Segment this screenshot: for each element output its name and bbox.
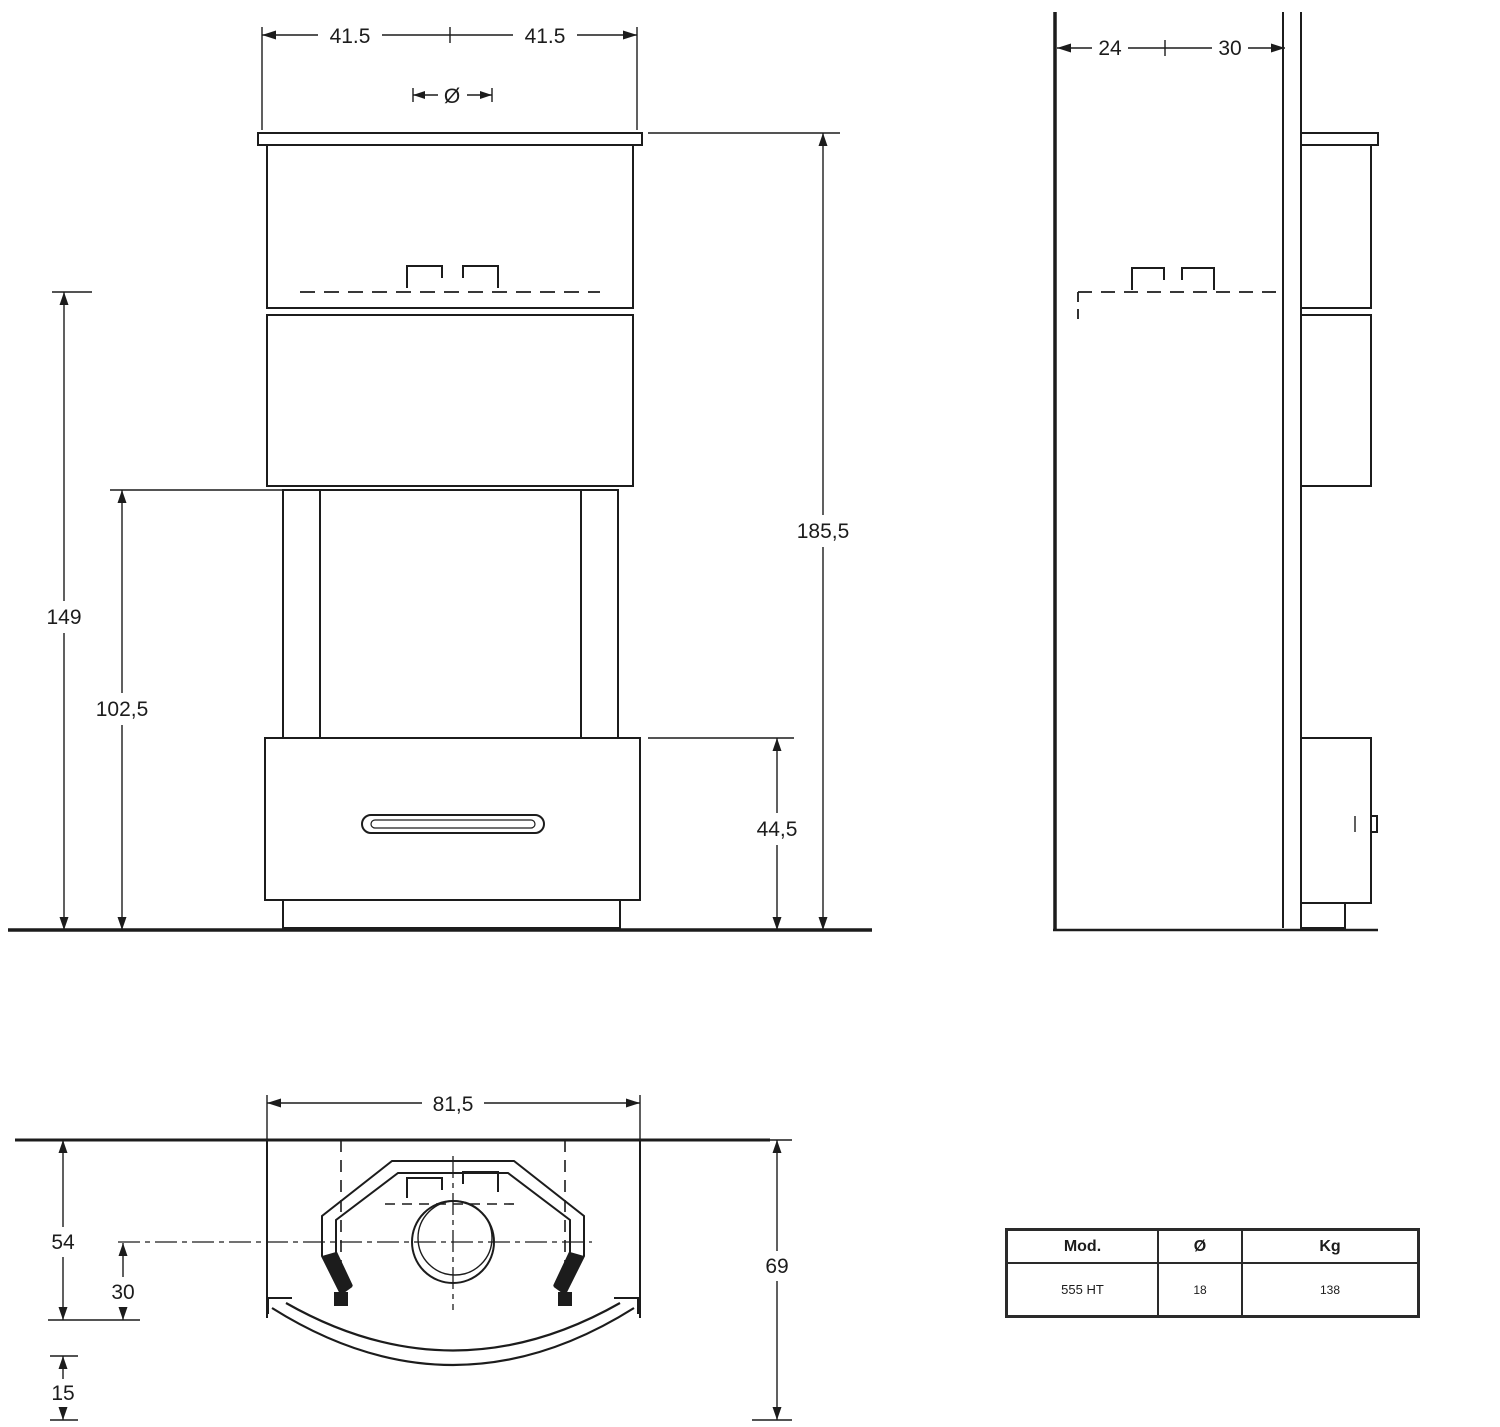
spec-table-header-diameter: Ø bbox=[1158, 1230, 1242, 1263]
front-flue-bracket-right bbox=[462, 265, 499, 288]
plan-door-arc-inner bbox=[285, 1302, 621, 1352]
side-middle-panel bbox=[1300, 314, 1372, 487]
dim-total-depth: 69 bbox=[765, 1255, 788, 1278]
spec-table-value-diameter: 18 bbox=[1158, 1263, 1242, 1316]
front-upper-compartment bbox=[266, 144, 634, 309]
side-flue-bracket-left bbox=[1131, 267, 1165, 290]
side-upper-panel bbox=[1300, 144, 1372, 309]
dim-wall-offset: 24 bbox=[1098, 37, 1122, 60]
side-view bbox=[1053, 12, 1379, 932]
plan-flue-circle-inner bbox=[417, 1200, 493, 1276]
dim-total-height: 185,5 bbox=[797, 520, 850, 543]
plan-hinge-left bbox=[334, 1292, 348, 1306]
side-drawer-handle-profile bbox=[1370, 815, 1378, 833]
side-dimensions bbox=[1057, 40, 1285, 56]
plan-door-end-left bbox=[267, 1297, 292, 1314]
dim-depth-center: 30 bbox=[111, 1281, 134, 1304]
plan-dimension-labels: 81,5 54 30 15 69 bbox=[38, 1090, 803, 1407]
plan-hinge-right bbox=[558, 1292, 572, 1306]
spec-table-value-weight: 138 bbox=[1242, 1263, 1418, 1316]
plan-view bbox=[15, 1138, 770, 1366]
front-base-plinth bbox=[282, 899, 621, 929]
dim-front-width-left: 41.5 bbox=[330, 25, 371, 48]
plan-door-arc-outer bbox=[271, 1307, 635, 1366]
side-base-foot bbox=[1300, 902, 1346, 929]
front-flue-bracket-left bbox=[406, 265, 443, 288]
front-drawer bbox=[264, 737, 641, 901]
front-drawer-handle bbox=[361, 814, 545, 834]
dim-overall-width: 81,5 bbox=[433, 1093, 474, 1116]
side-dimension-labels: 24 30 bbox=[1092, 36, 1248, 60]
plan-flue-bracket-right bbox=[462, 1171, 499, 1192]
spec-table-value-model: 555 HT bbox=[1007, 1263, 1158, 1316]
front-middle-panel bbox=[266, 314, 634, 487]
dim-height-flue-axis: 149 bbox=[46, 606, 81, 629]
plan-flue-bracket-left bbox=[406, 1177, 443, 1198]
dim-height-firebox-top: 102,5 bbox=[96, 698, 149, 721]
front-top-cap bbox=[257, 132, 643, 146]
dim-front-width-right: 41.5 bbox=[525, 25, 566, 48]
front-firebox-left-column bbox=[282, 489, 321, 739]
spec-table-header-weight: Kg bbox=[1242, 1230, 1418, 1263]
front-dimensions bbox=[52, 27, 840, 930]
spec-table-header-model: Mod. bbox=[1007, 1230, 1158, 1263]
plan-thick-wall-left bbox=[322, 1252, 352, 1294]
front-firebox-right-column bbox=[580, 489, 619, 739]
front-drawer-handle-inner bbox=[370, 819, 536, 829]
side-flue-bracket-right bbox=[1181, 267, 1215, 290]
front-dimension-labels: 41.5 41.5 Ø 149 102,5 185,5 44,5 bbox=[38, 24, 857, 845]
dim-depth-body: 54 bbox=[51, 1231, 75, 1254]
plan-door-end-right bbox=[614, 1297, 639, 1314]
plan-thick-wall-right bbox=[554, 1252, 584, 1294]
side-top-cap bbox=[1300, 132, 1379, 146]
dim-flue-diameter-symbol: Ø bbox=[444, 85, 460, 108]
dim-door-projection: 15 bbox=[51, 1382, 74, 1405]
dim-drawer-section-height: 44,5 bbox=[757, 818, 798, 841]
front-view bbox=[8, 132, 872, 932]
spec-table: Mod. Ø Kg 555 HT 18 138 bbox=[1005, 1228, 1420, 1318]
dim-depth-back: 30 bbox=[1218, 37, 1241, 60]
side-lower-panel bbox=[1300, 737, 1372, 904]
plan-dimensions bbox=[48, 1095, 792, 1421]
